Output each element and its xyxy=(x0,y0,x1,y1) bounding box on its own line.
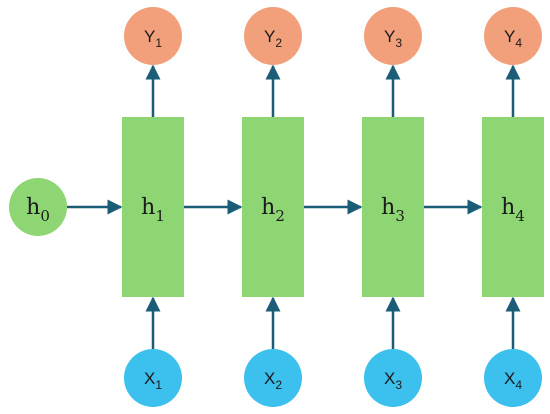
input-node-3: X3 xyxy=(364,349,422,407)
input-circle-3 xyxy=(364,349,422,407)
input-circle-1 xyxy=(124,349,182,407)
output-node-3: Y3 xyxy=(364,7,422,65)
input-node-1: X1 xyxy=(124,349,182,407)
output-label-4-base: Y xyxy=(504,27,515,46)
hidden-cell-2: h2 xyxy=(242,117,304,297)
hidden-label-3-base: h xyxy=(381,195,395,220)
output-circle-2 xyxy=(244,7,302,65)
edges-layer xyxy=(67,64,521,349)
hidden-label-4-base: h xyxy=(501,195,515,220)
output-circle-3 xyxy=(364,7,422,65)
input-label-4-base: X xyxy=(504,369,515,388)
input-circle-4 xyxy=(484,349,542,407)
h0-label-subscript: 0 xyxy=(40,207,50,225)
input-circle-2 xyxy=(244,349,302,407)
output-circle-1 xyxy=(124,7,182,65)
hidden-label-3: h3 xyxy=(381,195,405,226)
hidden-rect-4 xyxy=(482,117,544,297)
input-label-3-subscript: 3 xyxy=(395,378,402,392)
hidden-rect-3 xyxy=(362,117,424,297)
hidden-cell-1: h1 xyxy=(122,117,184,297)
hidden-cell-3: h3 xyxy=(362,117,424,297)
input-label-1: X1 xyxy=(144,369,162,393)
hidden-label-4: h4 xyxy=(501,195,525,226)
h0-label: h0 xyxy=(26,195,50,226)
output-label-3-subscript: 3 xyxy=(395,36,402,50)
output-label-2-subscript: 2 xyxy=(275,36,282,50)
output-label-1-base: Y xyxy=(144,27,155,46)
output-label-4: Y4 xyxy=(504,27,522,51)
output-circle-4 xyxy=(484,7,542,65)
hidden-label-2: h2 xyxy=(261,195,285,226)
input-label-2-subscript: 2 xyxy=(275,378,282,392)
output-label-3-base: Y xyxy=(384,27,395,46)
input-label-1-base: X xyxy=(144,369,155,388)
hidden-label-1-base: h xyxy=(141,195,155,220)
input-label-1-subscript: 1 xyxy=(155,378,162,392)
input-label-2: X2 xyxy=(264,369,282,393)
output-label-3: Y3 xyxy=(384,27,402,51)
hidden-label-2-subscript: 2 xyxy=(275,207,285,225)
output-label-4-subscript: 4 xyxy=(515,36,522,50)
hidden-label-1-subscript: 1 xyxy=(155,207,165,225)
input-label-2-base: X xyxy=(264,369,275,388)
h0-label-base: h xyxy=(26,195,40,220)
hidden-label-2-base: h xyxy=(261,195,275,220)
output-node-1: Y1 xyxy=(124,7,182,65)
output-label-1: Y1 xyxy=(144,27,162,51)
input-label-4: X4 xyxy=(504,369,522,393)
hidden-label-3-subscript: 3 xyxy=(395,207,405,225)
input-node-2: X2 xyxy=(244,349,302,407)
input-label-3-base: X xyxy=(384,369,395,388)
h0-circle xyxy=(9,178,67,236)
hidden-cell-4: h4 xyxy=(482,117,544,297)
input-label-3: X3 xyxy=(384,369,402,393)
hidden-rect-2 xyxy=(242,117,304,297)
output-node-4: Y4 xyxy=(484,7,542,65)
hidden-label-4-subscript: 4 xyxy=(515,207,525,225)
hidden-rect-1 xyxy=(122,117,184,297)
output-label-1-subscript: 1 xyxy=(155,36,162,50)
input-label-4-subscript: 4 xyxy=(515,378,522,392)
input-node-4: X4 xyxy=(484,349,542,407)
output-label-2: Y2 xyxy=(264,27,282,51)
output-label-2-base: Y xyxy=(264,27,275,46)
output-node-2: Y2 xyxy=(244,7,302,65)
node-h0: h0 xyxy=(9,178,67,236)
hidden-label-1: h1 xyxy=(141,195,165,226)
